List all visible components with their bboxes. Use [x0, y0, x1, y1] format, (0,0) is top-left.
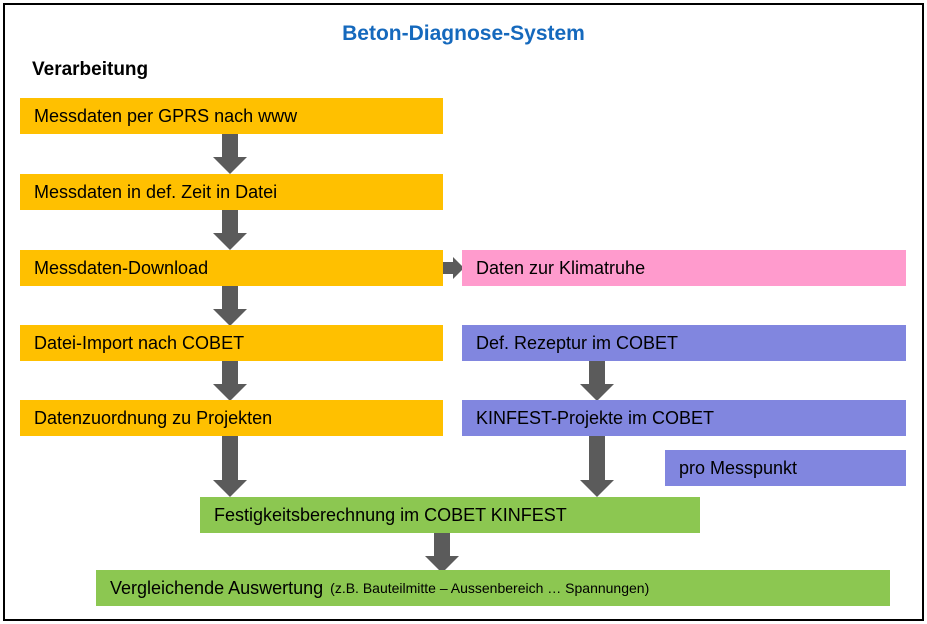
node-datenzuordnung-zu-projekten[interactable]: Datenzuordnung zu Projekten	[20, 400, 443, 436]
arrow-n1-to-n2	[205, 134, 255, 174]
node-pro-messpunkt[interactable]: pro Messpunkt	[665, 450, 906, 486]
node-label: Vergleichende Auswertung	[110, 577, 324, 598]
arrow-n2-to-n3	[205, 210, 255, 250]
node-label: Messdaten per GPRS nach www	[34, 105, 298, 126]
node-label: Def. Rezeptur im COBET	[476, 332, 679, 353]
node-label: KINFEST-Projekte im COBET	[476, 407, 715, 428]
arrow-n5-to-n7	[205, 361, 255, 401]
node-label: Daten zur Klimatruhe	[476, 257, 646, 278]
section-label-verarbeitung: Verarbeitung	[32, 59, 149, 80]
node-def-rezeptur-im-cobet[interactable]: Def. Rezeptur im COBET	[462, 325, 906, 361]
node-messdaten-download[interactable]: Messdaten-Download	[20, 250, 443, 286]
node-label: Messdaten in def. Zeit in Datei	[34, 181, 278, 202]
node-daten-zur-klimatruhe[interactable]: Daten zur Klimatruhe	[462, 250, 906, 286]
node-label: Festigkeitsberechnung im COBET KINFEST	[214, 504, 567, 525]
node-label: Messdaten-Download	[34, 257, 209, 278]
node-messdaten-in-def-zeit[interactable]: Messdaten in def. Zeit in Datei	[20, 174, 443, 210]
node-label: Datenzuordnung zu Projekten	[34, 407, 273, 428]
page-title: Beton-Diagnose-System	[342, 22, 585, 45]
arrow-n7-to-n10	[205, 436, 255, 497]
arrow-n6-to-n8	[572, 361, 622, 401]
arrow-n3-to-n5	[205, 286, 255, 326]
node-messdaten-per-gprs[interactable]: Messdaten per GPRS nach www	[20, 98, 443, 134]
arrow-n8-to-n10	[572, 436, 622, 497]
node-kinfest-projekte-im-cobet[interactable]: KINFEST-Projekte im COBET	[462, 400, 906, 436]
node-vergleichende-auswertung[interactable]: Vergleichende Auswertung (z.B. Bauteilmi…	[96, 570, 890, 606]
node-label: pro Messpunkt	[679, 457, 798, 478]
node-festigkeitsberechnung[interactable]: Festigkeitsberechnung im COBET KINFEST	[200, 497, 700, 533]
node-datei-import-nach-cobet[interactable]: Datei-Import nach COBET	[20, 325, 443, 361]
node-label: Datei-Import nach COBET	[34, 332, 245, 353]
arrow-n10-to-n11	[417, 533, 467, 573]
node-sublabel: (z.B. Bauteilmitte – Aussenbereich … Spa…	[330, 580, 650, 596]
arrow-n3-to-n4	[443, 252, 464, 284]
